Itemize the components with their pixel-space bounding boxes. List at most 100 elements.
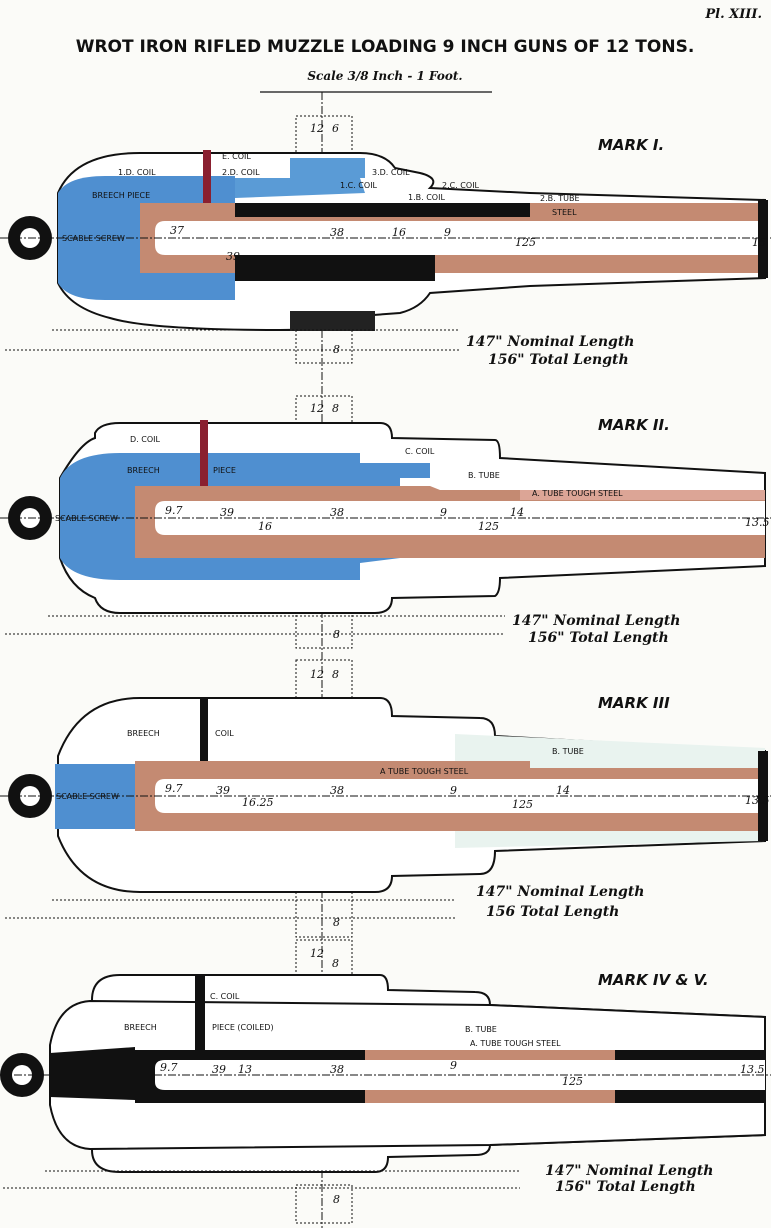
part-label: 3.D. COIL: [372, 168, 410, 177]
mark-title: MARK II.: [598, 416, 670, 434]
part-label: COIL: [215, 729, 234, 738]
mark-1-section: MARK I. E. COIL 1.D. COIL 2.D. COIL 3.D.…: [0, 115, 771, 368]
dim-label: 8: [332, 668, 339, 681]
part-label: STEEL: [552, 208, 577, 217]
dim-label: 14: [556, 784, 570, 797]
dim-label: 16: [392, 226, 406, 239]
dim-label: 38: [330, 1063, 344, 1076]
trunnion-outline: [295, 1184, 353, 1224]
part-label: 1.B. COIL: [408, 193, 445, 202]
dim-label: 9.7: [165, 782, 183, 795]
part-label: B. TUBE: [468, 471, 500, 480]
dim-label: 9: [450, 1059, 457, 1072]
dim-label: 125: [478, 520, 499, 533]
dim-label: 9: [440, 506, 447, 519]
dim-label: 8: [333, 1193, 340, 1206]
dim-label: 8: [333, 343, 340, 356]
dim-label: 12: [310, 947, 324, 960]
dim-label: 16.25: [242, 796, 274, 809]
part-label: PIECE: [213, 466, 236, 475]
dim-label: 9.7: [160, 1061, 178, 1074]
dim-label: 8: [333, 916, 340, 929]
dim-label: 39: [220, 506, 234, 519]
part-label: 2.B. TUBE: [540, 194, 580, 203]
dim-label: 125: [515, 236, 536, 249]
dim-label: 13.5: [745, 516, 770, 529]
dim-label: 8: [332, 957, 339, 970]
trunnion-ring: [290, 311, 375, 331]
scale-note: Scale 3/8 Inch - 1 Foot.: [307, 69, 462, 83]
trunnion-outline: [295, 891, 353, 938]
part-label: SCABLE SCREW: [56, 792, 119, 801]
dim-label: 16: [258, 520, 272, 533]
total-length: 156" Total Length: [528, 630, 669, 646]
part-label: E. COIL: [222, 152, 251, 161]
total-length: 156 Total Length: [486, 904, 619, 920]
dim-label: 8: [332, 402, 339, 415]
dim-label: 13.5: [740, 1063, 765, 1076]
plate-number: Pl. XIII.: [704, 7, 762, 22]
dim-label: 38: [330, 506, 344, 519]
dim-label: 13.5: [745, 794, 770, 807]
dim-label: 39: [226, 250, 240, 263]
dim-label: 13: [238, 1063, 252, 1076]
part-label: C. COIL: [405, 447, 435, 456]
dim-label: 9: [444, 226, 451, 239]
dim-label: 39: [212, 1063, 226, 1076]
part-label: A. TUBE TOUGH STEEL: [532, 489, 623, 498]
mark-4-5-section: MARK IV & V. C. COIL BREECH PIECE (COILE…: [0, 939, 771, 1224]
vent: [200, 698, 208, 783]
mark-2-section: MARK II. D. COIL BREECH PIECE C. COIL B.…: [0, 395, 771, 649]
part-label: BREECH: [127, 466, 160, 475]
part-label: 2.C. COIL: [442, 181, 480, 190]
dim-label: 9: [450, 784, 457, 797]
dim-label: 8: [333, 628, 340, 641]
nominal-length: 147" Nominal Length: [466, 334, 634, 350]
dim-label: 125: [512, 798, 533, 811]
part-label: BREECH PIECE: [92, 191, 150, 200]
dim-label: 38: [330, 784, 344, 797]
iron-tube-top: [235, 203, 530, 217]
vent: [200, 420, 208, 505]
mark-title: MARK I.: [598, 136, 664, 154]
vent: [195, 975, 205, 1055]
vent: [203, 150, 211, 230]
plate-title: WROT IRON RIFLED MUZZLE LOADING 9 INCH G…: [76, 37, 695, 57]
part-label: SCABLE SCREW: [62, 234, 125, 243]
dim-label: 12: [310, 402, 324, 415]
part-label: PIECE (COILED): [212, 1023, 274, 1032]
part-label: BREECH: [127, 729, 160, 738]
nominal-length: 147" Nominal Length: [476, 884, 644, 900]
part-label: D. COIL: [130, 435, 160, 444]
iron-tube-bottom: [235, 255, 435, 281]
mark-title: MARK IV & V.: [598, 971, 709, 989]
dim-label: 125: [562, 1075, 583, 1088]
part-label: B. TUBE: [552, 747, 584, 756]
dim-label: 15: [752, 236, 766, 249]
mark-3-section: MARK III BREECH COIL B. TUBE A TUBE TOUG…: [0, 659, 771, 938]
part-label: A. TUBE TOUGH STEEL: [470, 1039, 561, 1048]
nominal-length: 147" Nominal Length: [545, 1163, 713, 1179]
part-label: C. COIL: [210, 992, 240, 1001]
dim-label: 12: [310, 668, 324, 681]
dim-label: 37: [170, 224, 184, 237]
dim-label: 6: [332, 122, 339, 135]
a-tube-steel: [520, 490, 765, 500]
part-label: 2.D. COIL: [222, 168, 260, 177]
muzzle: [758, 200, 768, 278]
nominal-length: 147" Nominal Length: [512, 613, 680, 629]
dim-label: 12: [310, 122, 324, 135]
dim-label: 38: [330, 226, 344, 239]
part-label: 1.D. COIL: [118, 168, 156, 177]
part-label: 1.C. COIL: [340, 181, 378, 190]
dim-label: 14: [510, 506, 524, 519]
dim-label: 39: [216, 784, 230, 797]
mark-title: MARK III: [598, 694, 670, 712]
part-label: SCABLE SCREW: [55, 514, 118, 523]
part-label: BREECH: [124, 1023, 157, 1032]
part-label: B. TUBE: [465, 1025, 497, 1034]
dim-label: 9.7: [165, 504, 183, 517]
total-length: 156" Total Length: [488, 352, 629, 368]
total-length: 156" Total Length: [555, 1179, 696, 1195]
